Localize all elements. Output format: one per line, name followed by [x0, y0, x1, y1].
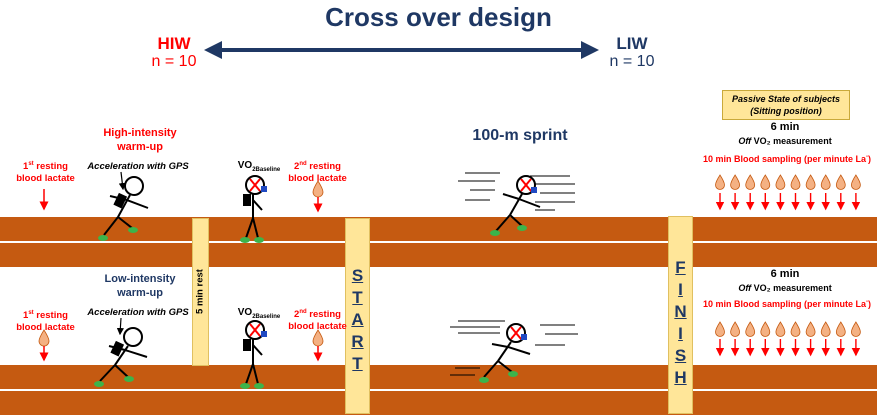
top-warmup-title: High-intensity warm-up [103, 127, 177, 153]
bottom-resting2-drop-icon [312, 329, 324, 347]
finish-letter: H [674, 368, 687, 387]
top-resting2-drop-icon [312, 180, 324, 198]
start-letter: T [352, 288, 363, 307]
track-bottom-lane-line [0, 389, 877, 391]
passive-line1: Passive State of subjects [731, 94, 841, 104]
top-warmup-runner-icon [98, 176, 149, 241]
bottom-sampling-drop-icon [790, 321, 801, 337]
start-pillar: S T A R T [345, 218, 370, 414]
sprint-label: 100-m sprint [472, 127, 568, 144]
top-sampling-drop-icon [850, 174, 861, 190]
rest-pillar [192, 218, 209, 366]
top-resting1-label: 1st resting blood lactate [16, 161, 75, 185]
bottom-sprinter-icon [450, 320, 578, 383]
finish-letter: N [674, 302, 687, 321]
bottom-sampling-drop-icon [835, 321, 846, 337]
top-vo2-label: VO2Baseline [237, 160, 281, 173]
bottom-warmup-runner-icon [94, 327, 148, 387]
hiw-n: n = 10 [151, 53, 197, 70]
finish-letter: F [675, 258, 686, 277]
start-letter: T [352, 354, 363, 373]
bottom-vo2-figure-icon [240, 320, 267, 389]
start-letter: S [351, 266, 364, 285]
bottom-sampling-drop-icon [745, 321, 756, 337]
top-resting2-label: 2nd resting blood lactate [288, 161, 347, 185]
top-sampling-drop-icon [730, 174, 741, 190]
liw-n: n = 10 [609, 53, 655, 70]
top-sampling-drop-icon [775, 174, 786, 190]
passive-line2: (Sitting position) [750, 106, 822, 116]
top-sampling-label: 10 min Blood sampling (per minute La-) [702, 154, 872, 164]
top-acceleration-label: Acceleration with GPS [87, 161, 189, 172]
bottom-sampling-drop-icon [730, 321, 741, 337]
bottom-warmup-title: Low-intensity warm-up [104, 273, 176, 299]
top-sprinter-icon [458, 172, 575, 236]
top-vo2-figure-icon [240, 175, 267, 243]
top-sampling-drop-icon [790, 174, 801, 190]
track-top-lane-line [0, 241, 877, 243]
crossover-double-arrow [204, 41, 599, 59]
top-gps-arrow [118, 171, 126, 191]
bottom-resting2-label: 2nd resting blood lactate [288, 309, 347, 333]
top-sampling-drop-icon [805, 174, 816, 190]
top-sampling-drops [715, 174, 861, 211]
bottom-off-label: Off VO₂ measurement [738, 283, 832, 293]
bottom-sampling-drop-icon [820, 321, 831, 337]
bottom-sampling-drop-icon [775, 321, 786, 337]
bottom-sampling-drop-icon [805, 321, 816, 337]
bottom-sampling-drop-icon [850, 321, 861, 337]
bottom-resting1-label: 1st resting blood lactate [16, 310, 75, 334]
finish-letter: I [678, 324, 683, 343]
bottom-sampling-label: 10 min Blood sampling (per minute La-) [702, 299, 872, 309]
passive-state-box: Passive State of subjects (Sitting posit… [722, 90, 850, 120]
bottom-sampling-drop-icon [715, 321, 725, 337]
bottom-sampling-drops [715, 321, 861, 357]
top-sampling-drop-icon [715, 174, 725, 190]
start-letter: A [351, 310, 364, 329]
top-time-label: 6 min [770, 121, 800, 133]
bottom-acceleration-label: Acceleration with GPS [87, 307, 189, 318]
finish-pillar: F I N I S H [668, 216, 693, 414]
top-sampling-drop-icon [820, 174, 831, 190]
top-sampling-drop-icon [760, 174, 771, 190]
diagram-title: Cross over design [325, 2, 552, 32]
bottom-resting1-drop-icon [38, 329, 50, 347]
finish-letter: S [674, 346, 687, 365]
start-letter: R [351, 332, 364, 351]
top-sampling-drop-icon [835, 174, 846, 190]
bottom-gps-arrow [116, 317, 124, 336]
bottom-time-label: 6 min [770, 268, 800, 280]
hiw-label: HIW [157, 34, 191, 53]
top-off-label: Off VO₂ measurement [738, 136, 832, 146]
bottom-vo2-label: VO2Baseline [237, 307, 281, 320]
bottom-sampling-drop-icon [760, 321, 771, 337]
liw-label: LIW [616, 34, 648, 53]
finish-letter: I [678, 280, 683, 299]
top-sampling-drop-icon [745, 174, 756, 190]
